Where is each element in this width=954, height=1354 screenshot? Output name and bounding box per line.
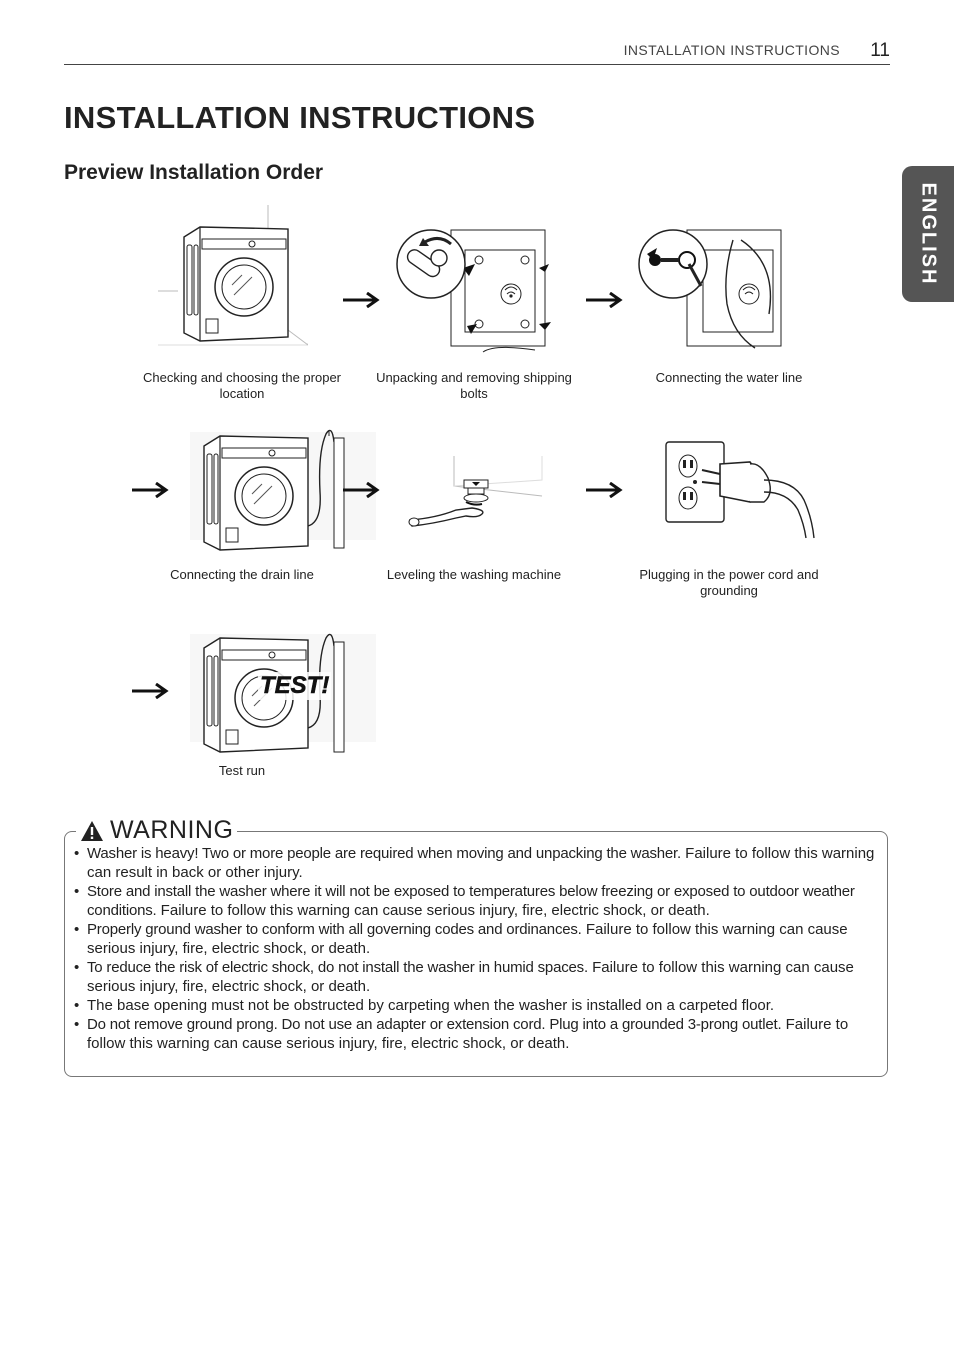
arrow-icon bbox=[586, 292, 626, 308]
arrow-icon bbox=[343, 292, 383, 308]
step-caption-test-run: Test run bbox=[218, 763, 266, 778]
water-line-illustration bbox=[638, 229, 782, 349]
test-label: TEST! bbox=[258, 672, 332, 700]
step-caption-drain-line: Connecting the drain line bbox=[170, 567, 314, 582]
test-run-illustration: TEST! bbox=[190, 626, 378, 756]
arrow-icon bbox=[132, 683, 172, 699]
page-title: INSTALLATION INSTRUCTIONS bbox=[64, 100, 536, 135]
step-caption-power-cord: Plugging in the power cord and grounding bbox=[639, 567, 819, 598]
warning-item: Washer is heavy! Two or more people are … bbox=[72, 844, 880, 882]
step-caption-location: Checking and choosing the proper locatio… bbox=[142, 370, 342, 401]
section-title: Preview Installation Order bbox=[64, 161, 324, 184]
leveling-illustration bbox=[408, 456, 543, 527]
arrow-icon bbox=[343, 482, 383, 498]
warning-item: Properly ground washer to conform with a… bbox=[72, 920, 880, 958]
page-number: 11 bbox=[870, 40, 890, 61]
warning-list: Washer is heavy! Two or more people are … bbox=[72, 844, 880, 1053]
warning-item: Store and install the washer where it wi… bbox=[72, 882, 880, 920]
warning-item: To reduce the risk of electric shock, do… bbox=[72, 958, 880, 996]
arrow-icon bbox=[132, 482, 172, 498]
drain-line-illustration bbox=[190, 429, 376, 551]
warning-item: Do not remove ground prong. Do not use a… bbox=[72, 1015, 880, 1053]
step-caption-water-line: Connecting the water line bbox=[655, 370, 803, 385]
arrow-icon bbox=[586, 482, 626, 498]
warning-header: WARNING bbox=[76, 816, 238, 845]
step-caption-shipping-bolts: Unpacking and removing shipping bolts bbox=[376, 370, 572, 401]
warning-item: The base opening must not be obstructed … bbox=[72, 996, 880, 1015]
warning-box bbox=[64, 831, 888, 1077]
language-tab-label: ENGLISH bbox=[917, 182, 940, 286]
warning-triangle-icon bbox=[81, 820, 103, 841]
step-caption-leveling: Leveling the washing machine bbox=[386, 567, 562, 582]
running-head: INSTALLATION INSTRUCTIONS bbox=[623, 42, 840, 58]
warning-title: WARNING bbox=[110, 816, 234, 844]
language-tab: ENGLISH bbox=[902, 166, 954, 302]
shipping-bolts-illustration bbox=[396, 229, 551, 353]
location-illustration bbox=[158, 205, 308, 346]
header-rule bbox=[64, 64, 890, 65]
power-cord-illustration bbox=[665, 441, 815, 539]
